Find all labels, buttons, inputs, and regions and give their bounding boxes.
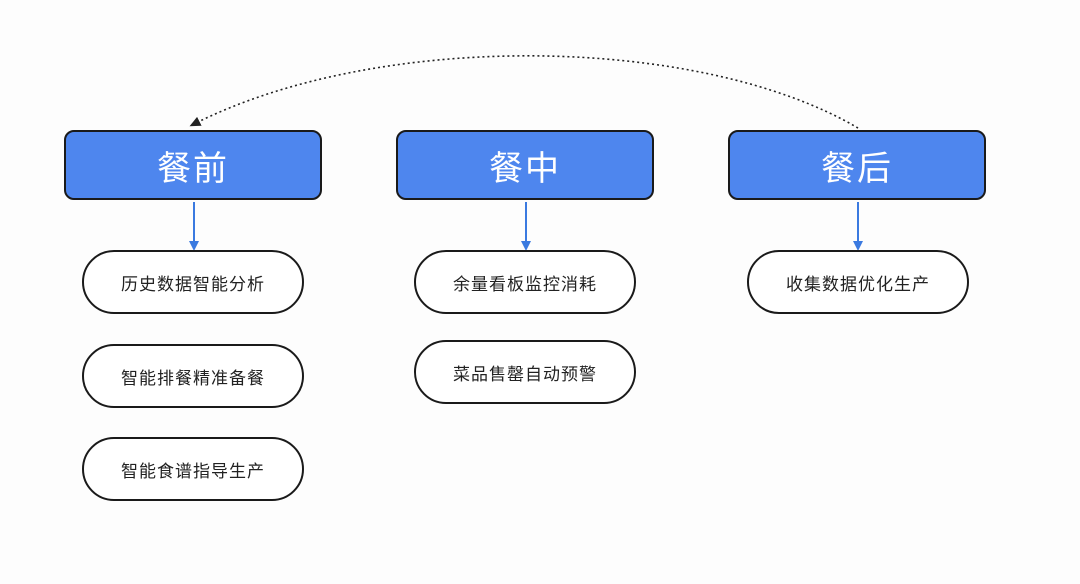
step-label: 收集数据优化生产 xyxy=(786,274,930,295)
step-smart-menu-planning: 智能排餐精准备餐 xyxy=(82,344,304,408)
feedback-loop-arrow xyxy=(189,55,859,129)
step-label: 菜品售罄自动预警 xyxy=(453,364,597,385)
stage-during-meal: 餐中 xyxy=(396,130,654,200)
step-leftover-dashboard: 余量看板监控消耗 xyxy=(414,250,636,314)
step-sold-out-alert: 菜品售罄自动预警 xyxy=(414,340,636,404)
step-label: 智能食谱指导生产 xyxy=(121,461,265,482)
step-smart-recipe: 智能食谱指导生产 xyxy=(82,437,304,501)
stage-before-meal: 餐前 xyxy=(64,130,322,200)
stage-after-meal: 餐后 xyxy=(728,130,986,200)
stage-label: 餐前 xyxy=(157,148,229,189)
step-history-analysis: 历史数据智能分析 xyxy=(82,250,304,314)
stage-label: 餐后 xyxy=(821,148,893,189)
step-collect-data-optimize: 收集数据优化生产 xyxy=(747,250,969,314)
step-label: 余量看板监控消耗 xyxy=(453,274,597,295)
step-label: 历史数据智能分析 xyxy=(121,274,265,295)
step-label: 智能排餐精准备餐 xyxy=(121,368,265,389)
stage-label: 餐中 xyxy=(489,148,561,189)
